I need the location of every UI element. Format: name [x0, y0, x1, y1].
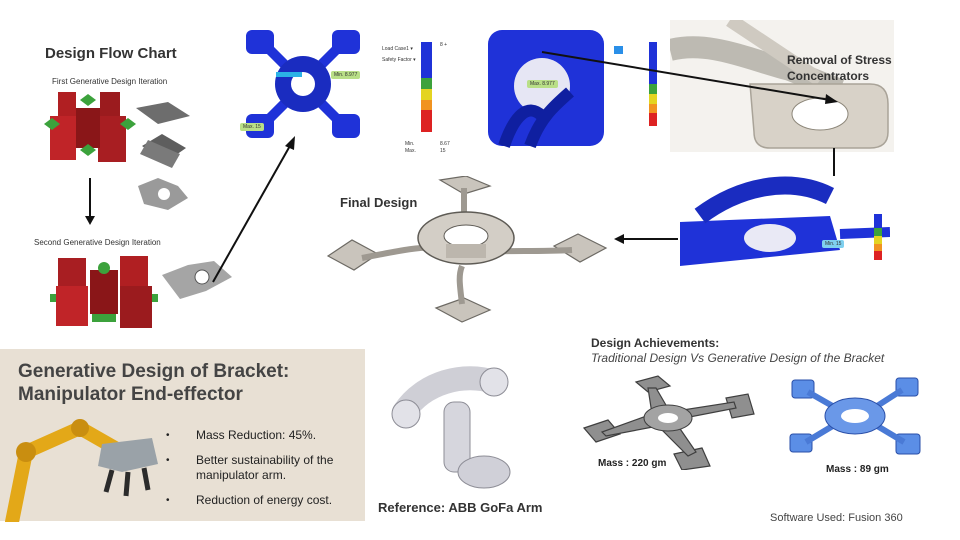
- summary-panel-title: Generative Design of Bracket: Manipulato…: [18, 361, 290, 405]
- analysis-1-callout-min: Max. 15: [240, 123, 264, 131]
- achievements-title: Design Achievements:: [591, 336, 720, 350]
- final-arrow-left-head: [614, 234, 624, 244]
- analysis-2-legend-checkbox: [614, 46, 623, 54]
- generative-bracket: [789, 377, 921, 455]
- flow-chart-title: Design Flow Chart: [45, 45, 177, 62]
- analysis-1-color-scale: [421, 42, 432, 132]
- analysis-1-callout-max: Min. 8.977: [331, 71, 361, 79]
- stress-concentrator-part: [670, 20, 894, 152]
- summary-bullets: Mass Reduction: 45%. Better sustainabili…: [166, 428, 361, 518]
- safety-factor-analysis-2: [488, 30, 604, 148]
- bullet-sustainability: Better sustainability of the manipulator…: [166, 453, 361, 483]
- analysis-1-min-value: 8.67: [440, 141, 450, 147]
- robotic-arm-illustration: [5, 419, 158, 522]
- stress-concentrator-title: Removal of Stress Concentrators: [787, 53, 892, 83]
- analysis-2-color-scale: [649, 42, 657, 126]
- second-iteration-label: Second Generative Design Iteration: [34, 238, 161, 247]
- analysis-3-callout-min: Min. 15: [822, 240, 845, 248]
- analysis-1-max-label: Max.: [405, 148, 416, 154]
- analysis-3-color-scale: [874, 214, 882, 260]
- final-design-title: Final Design: [340, 195, 418, 210]
- second-iteration-block-model: [50, 256, 158, 328]
- analysis-1-min-label: Min.: [405, 141, 415, 147]
- achievements-subtitle: Traditional Design Vs Generative Design …: [591, 351, 885, 365]
- flow-arrow-down-head: [85, 216, 95, 225]
- stress-arrow: [541, 51, 838, 104]
- analysis-1-scale-top: 8 +: [440, 42, 448, 48]
- analysis-1-legend-metric: Safety Factor ▾: [382, 57, 416, 63]
- flow-arrow-down: [89, 178, 91, 218]
- analysis-2-callout-max: Max. 8.977: [527, 80, 558, 88]
- second-iteration-candidate: [162, 261, 232, 299]
- generative-mass: Mass : 89 gm: [826, 464, 889, 475]
- traditional-bracket: [582, 375, 755, 470]
- final-arrow-left: [624, 238, 678, 240]
- abb-gofa-arm-illustration: [384, 352, 538, 498]
- first-iteration-candidates: [136, 102, 190, 210]
- software-used: Software Used: Fusion 360: [770, 512, 903, 524]
- traditional-mass: Mass : 220 gm: [598, 458, 667, 469]
- analysis-1-legend-header: Load Case1 ▾: [382, 46, 413, 52]
- flow-arrow-diagonal: [212, 136, 295, 283]
- safety-factor-analysis-1: [246, 30, 360, 138]
- bullet-energy-cost: Reduction of energy cost.: [166, 493, 361, 508]
- first-iteration-label: First Generative Design Iteration: [52, 77, 168, 86]
- final-design-part: [326, 176, 608, 323]
- safety-factor-analysis-3: [680, 176, 890, 280]
- bullet-mass-reduction: Mass Reduction: 45%.: [166, 428, 361, 443]
- reference-caption: Reference: ABB GoFa Arm: [378, 500, 543, 515]
- first-iteration-block-model: [44, 92, 136, 162]
- analysis-1-max-value: 15: [440, 148, 446, 154]
